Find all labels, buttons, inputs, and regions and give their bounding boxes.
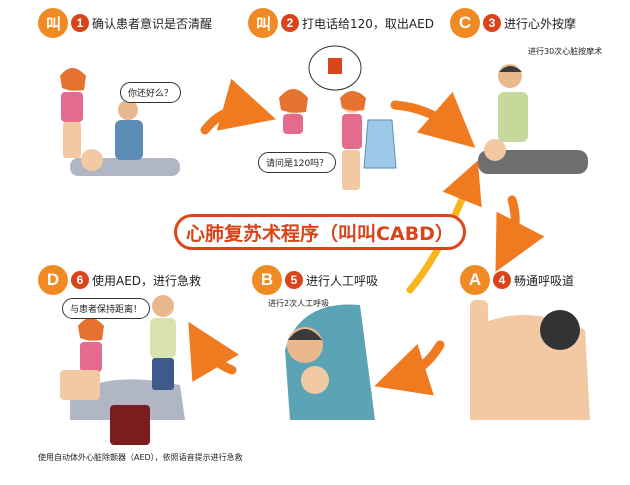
step-2-bubble: 请问是120吗？ [258, 152, 337, 173]
step-1-text: 确认患者意识是否清醒 [92, 16, 213, 31]
step-6-header: D 6 使用AED，进行急救 [38, 265, 201, 295]
step-2-text: 打电话给120，取出AED [302, 16, 434, 31]
step-3-text: 进行心外按摩 [504, 16, 577, 31]
scene-d-aed [60, 295, 185, 445]
center-title: 心肺复苏术程序（叫叫CABD） [174, 214, 466, 250]
step-4-letter: A [460, 265, 490, 295]
step-3-letter: C [450, 8, 480, 38]
step-1-bubble: 你还好么？ [120, 82, 182, 103]
step-4-number: 4 [493, 271, 511, 289]
step-6-note: 使用自动体外心脏除颤器（AED），依照语音提示进行急救 [38, 453, 243, 462]
scene-2-call-120 [279, 45, 397, 190]
arrow-1-to-2 [200, 78, 277, 135]
scene-3-chest-compression [478, 64, 588, 174]
step-5-header: B 5 进行人工呼吸 [252, 265, 378, 295]
step-3-number: 3 [483, 14, 501, 32]
scene-1-check-consciousness [60, 68, 180, 176]
arrow-2-to-3 [390, 91, 476, 148]
step-1-header: 叫 1 确认患者意识是否清醒 [38, 8, 212, 38]
step-6-number: 6 [71, 271, 89, 289]
step-6-text: 使用AED，进行急救 [92, 273, 202, 288]
step-6-letter: D [38, 265, 68, 295]
step-5-number: 5 [285, 271, 303, 289]
step-3-header: C 3 进行心外按摩 [450, 8, 576, 38]
step-2-letter: 叫 [248, 8, 278, 38]
step-4-text: 畅通呼吸道 [514, 273, 575, 288]
step-4-header: A 4 畅通呼吸道 [460, 265, 574, 295]
step-1-number: 1 [71, 14, 89, 32]
step-5-letter: B [252, 265, 282, 295]
scene-b-rescue-breathing [285, 304, 375, 420]
step-1-letter: 叫 [38, 8, 68, 38]
step-5-text: 进行人工呼吸 [306, 273, 379, 288]
step-5-note: 进行2次人工呼吸 [268, 299, 330, 308]
scene-a-open-airway [470, 300, 590, 420]
step-2-header: 叫 2 打电话给120，取出AED [248, 8, 434, 38]
arrow-5-to-6 [188, 321, 239, 382]
step-3-note: 进行30次心脏按摩术 [528, 47, 603, 56]
step-6-bubble: 与患者保持距离！ [62, 298, 151, 319]
step-2-number: 2 [281, 14, 299, 32]
arrow-4-to-5 [374, 340, 445, 396]
arrow-3-to-4 [495, 195, 545, 272]
